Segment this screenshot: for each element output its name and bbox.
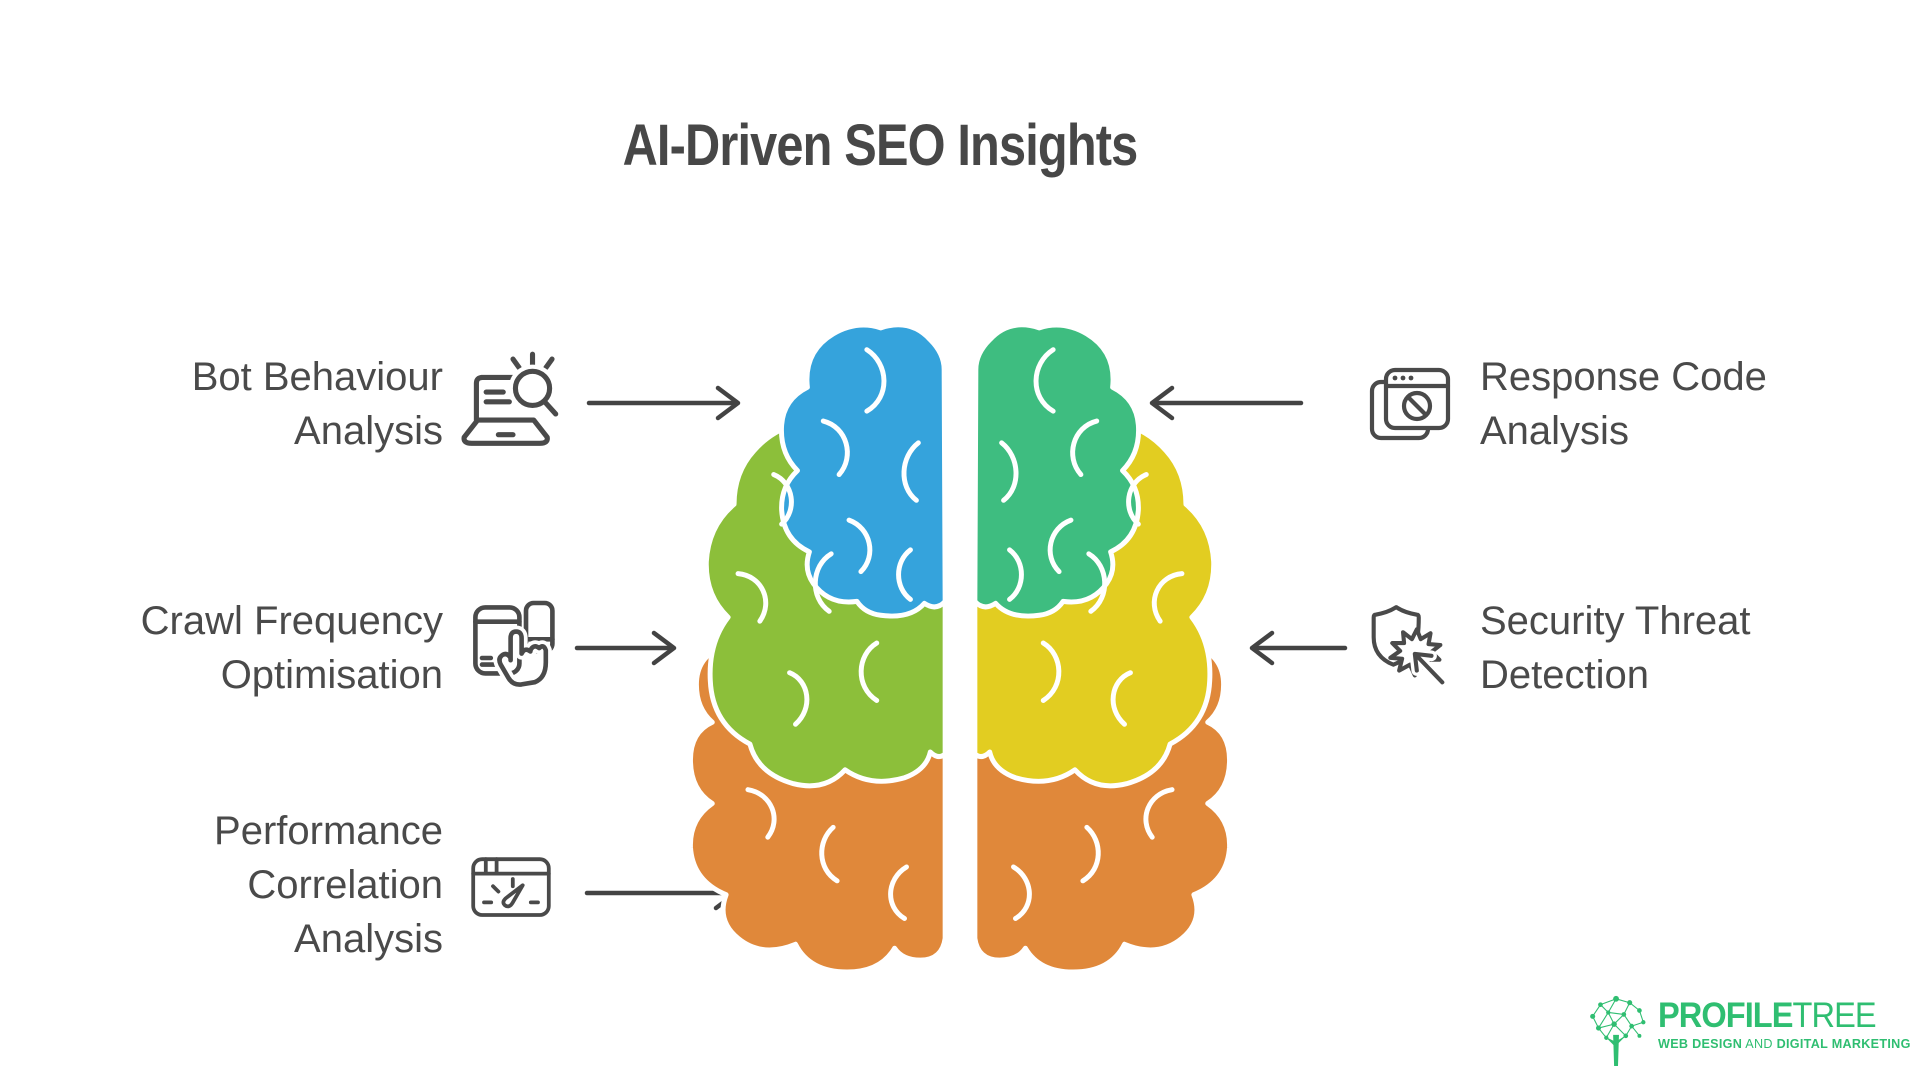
label-crawl-frequency-optimisation: Crawl Frequency Optimisation (40, 594, 443, 702)
label-line: Security Threat (1480, 599, 1751, 643)
profiletree-tagline: WEB DESIGN AND DIGITAL MARKETING (1658, 1036, 1911, 1051)
label-line: Detection (1480, 653, 1649, 697)
label-performance-correlation-analysis: Performance Correlation Analysis (40, 804, 443, 966)
page-title: AI-Driven SEO Insights (622, 113, 1139, 178)
brain-illustration (687, 322, 1233, 970)
arrow-from-brain-1 (1149, 385, 1304, 421)
shield-threat-icon (1358, 598, 1456, 696)
label-security-threat-detection: Security Threat Detection (1480, 594, 1900, 702)
brain-right-hemisphere (972, 322, 1233, 970)
label-line: Optimisation (220, 653, 443, 697)
label-line: Analysis (294, 917, 443, 961)
label-bot-behaviour-analysis: Bot Behaviour Analysis (40, 350, 443, 458)
label-line: Correlation (247, 863, 443, 907)
browser-speedometer-icon (466, 843, 556, 933)
label-response-code-analysis: Response Code Analysis (1480, 350, 1900, 458)
brain-gyri (735, 347, 921, 921)
profiletree-tree-icon (1590, 995, 1646, 1067)
brain-left-hemisphere (687, 322, 948, 970)
profiletree-wordmark: PROFILETREE (1658, 996, 1877, 1035)
arrow-to-brain-1 (586, 385, 741, 421)
devices-tap-icon (460, 588, 570, 706)
label-line: Analysis (1480, 409, 1629, 453)
laptop-search-icon (452, 342, 574, 464)
arrow-to-brain-2 (574, 630, 677, 666)
browser-blocked-icon (1360, 356, 1460, 456)
label-line: Bot Behaviour (191, 355, 443, 399)
profiletree-logo: PROFILETREE WEB DESIGN AND DIGITAL MARKE… (1586, 992, 1910, 1068)
label-line: Performance (214, 809, 443, 853)
label-line: Crawl Frequency (140, 599, 443, 643)
label-line: Analysis (294, 409, 443, 453)
brain-gyri (999, 347, 1185, 921)
arrow-from-brain-2 (1249, 630, 1348, 666)
label-line: Response Code (1480, 355, 1767, 399)
